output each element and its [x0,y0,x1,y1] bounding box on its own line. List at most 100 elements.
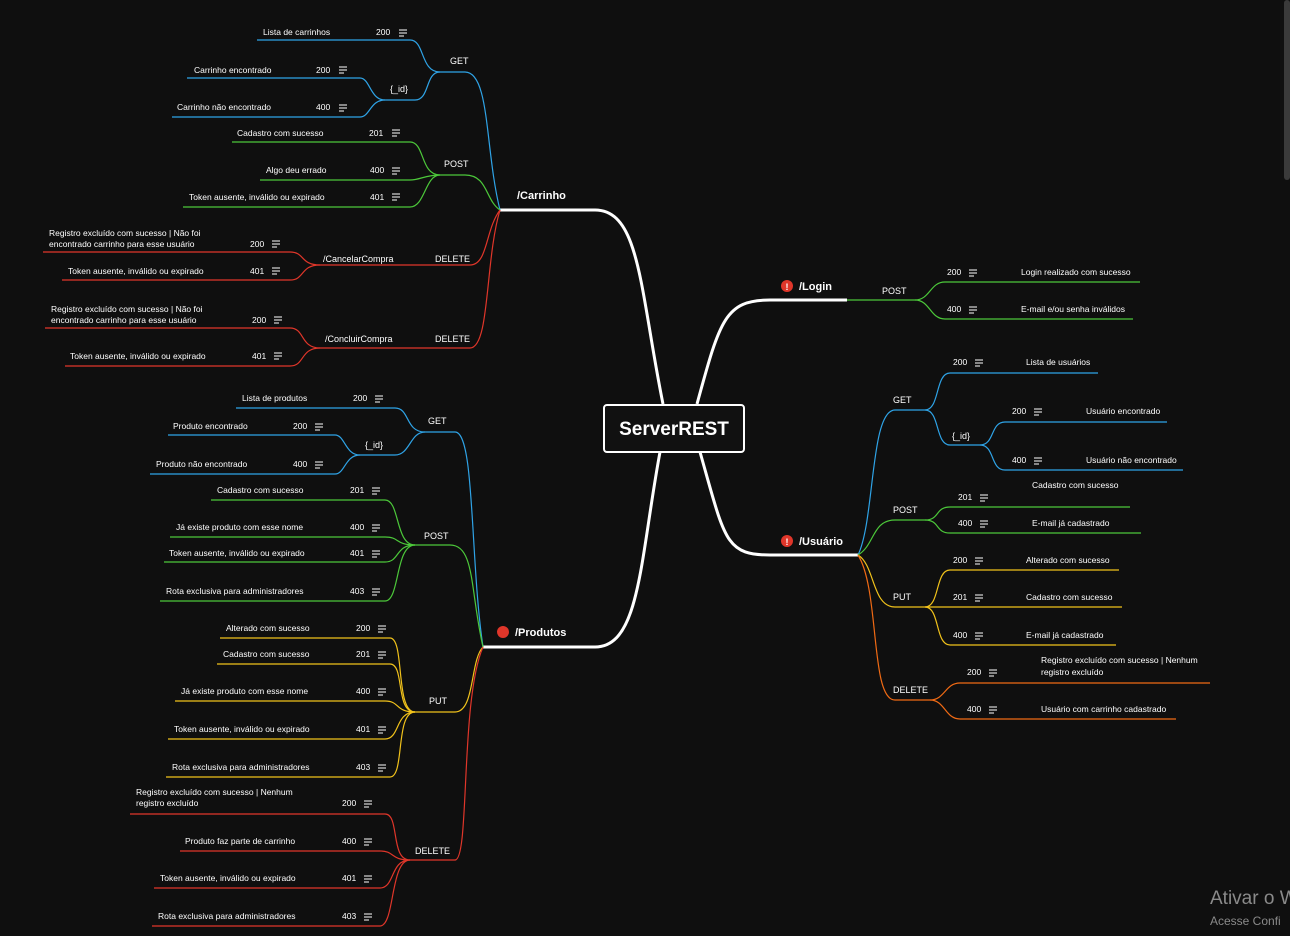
note-icons [315,395,386,921]
note-icon [392,129,400,137]
section-usuario-label[interactable]: /Usuário [799,536,843,548]
leaf-code: 400 [293,459,307,469]
leaf-text-2: encontrado carrinho para esse usuário [51,315,197,325]
note-icon [969,269,977,277]
vertical-scrollbar[interactable] [1284,0,1290,180]
leaf-code: 400 [958,518,972,528]
note-icon [372,524,380,532]
note-icon [1034,408,1042,416]
note-icons [272,29,407,360]
trunk-produtos [483,451,662,649]
leaf-text: Rota exclusiva para administradores [166,586,303,596]
leaf-code: 201 [350,485,364,495]
leaf-code: 401 [350,548,364,558]
leaf-text: Alterado com sucesso [226,623,310,633]
note-icon [399,29,407,37]
note-icon [315,461,323,469]
note-icon [272,267,280,275]
produtos-leaves: Lista de produtos 200 Produto encontrado… [136,393,370,921]
leaf-code: 403 [356,762,370,772]
carrinho-delete-1-label: DELETE [435,254,470,264]
leaf-text: E-mail já cadastrado [1026,630,1104,640]
leaf-text: Carrinho não encontrado [177,102,271,112]
leaf-code: 200 [252,315,266,325]
leaf-code: 201 [958,492,972,502]
svg-text:!: ! [786,282,789,292]
leaf-text: Já existe produto com esse nome [181,686,308,696]
leaf-text: Registro excluído com sucesso | Nenhum [136,787,293,797]
carrinho-delete-2-label: DELETE [435,334,470,344]
leaf-code: 401 [252,351,266,361]
leaf-code: 401 [356,724,370,734]
note-icon [378,625,386,633]
leaf-code: 201 [953,592,967,602]
leaf-text: Cadastro com sucesso [1026,592,1113,602]
note-icon [364,838,372,846]
carrinho-get-id-label: {_id} [390,84,408,94]
leaf-text: Registro excluído com sucesso | Não foi [51,304,203,314]
leaf-text: Rota exclusiva para administradores [158,911,295,921]
leaf-text: Usuário encontrado [1086,406,1160,416]
leaf-code: 401 [342,873,356,883]
usuario-leaves: 200 Lista de usuários 200 Usuário encont… [953,357,1198,714]
carrinho-get-label: GET [450,56,469,66]
leaf-code: 401 [370,192,384,202]
login-post-label: POST [882,286,907,296]
section-login-label[interactable]: /Login [799,281,832,293]
leaf-text: Produto não encontrado [156,459,247,469]
leaf-code: 400 [350,522,364,532]
note-icon [315,423,323,431]
section-produtos-label[interactable]: /Produtos [515,627,566,639]
leaf-code: 200 [947,267,961,277]
root-title: ServerREST [619,419,729,440]
note-icon [975,359,983,367]
root-node[interactable]: ServerREST [603,404,745,453]
leaf-code: 400 [356,686,370,696]
leaf-code: 200 [967,667,981,677]
produtos-put-label: PUT [429,696,448,706]
leaf-code: 400 [953,630,967,640]
leaf-text: Token ausente, inválido ou expirado [174,724,310,734]
leaf-code: 200 [353,393,367,403]
leaf-code: 201 [369,128,383,138]
leaf-code: 200 [250,239,264,249]
note-icon [339,66,347,74]
note-icons [975,359,1042,714]
note-icon [364,800,372,808]
branch-usuario: ! /Usuário GET {_id} POST PUT [781,357,1210,720]
note-icon [272,240,280,248]
note-icon [378,726,386,734]
section-carrinho-label[interactable]: /Carrinho [517,190,566,202]
carrinho-concluir-label: /ConcluirCompra [325,334,393,344]
leaf-code: 200 [342,798,356,808]
note-icon [274,352,282,360]
trunk-login [695,298,847,405]
note-icon [975,632,983,640]
note-icon [372,487,380,495]
leaf-text: Registro excluído com sucesso | Não foi [49,228,201,238]
note-icon [372,550,380,558]
leaf-code: 400 [342,836,356,846]
note-icon [372,588,380,596]
produtos-post-label: POST [424,531,449,541]
leaf-text: Cadastro com sucesso [237,128,324,138]
alert-icon: ! [781,280,793,292]
usuario-get-id-label: {_id} [952,431,970,441]
leaf-text: Algo deu errado [266,165,327,175]
leaf-text: Lista de produtos [242,393,307,403]
note-icon [989,669,997,677]
leaf-text: Login realizado com sucesso [1021,267,1131,277]
leaf-text: Token ausente, inválido ou expirado [68,266,204,276]
leaf-code: 200 [1012,406,1026,416]
trunk-usuario [698,451,858,557]
leaf-text: E-mail e/ou senha inválidos [1021,304,1125,314]
leaf-code: 200 [953,357,967,367]
note-icon [375,395,383,403]
leaf-text: E-mail já cadastrado [1032,518,1110,528]
leaf-text: Token ausente, inválido ou expirado [70,351,206,361]
leaf-text: Lista de carrinhos [263,27,330,37]
leaf-code: 400 [316,102,330,112]
note-icon [989,706,997,714]
leaf-text: Usuário com carrinho cadastrado [1041,704,1166,714]
